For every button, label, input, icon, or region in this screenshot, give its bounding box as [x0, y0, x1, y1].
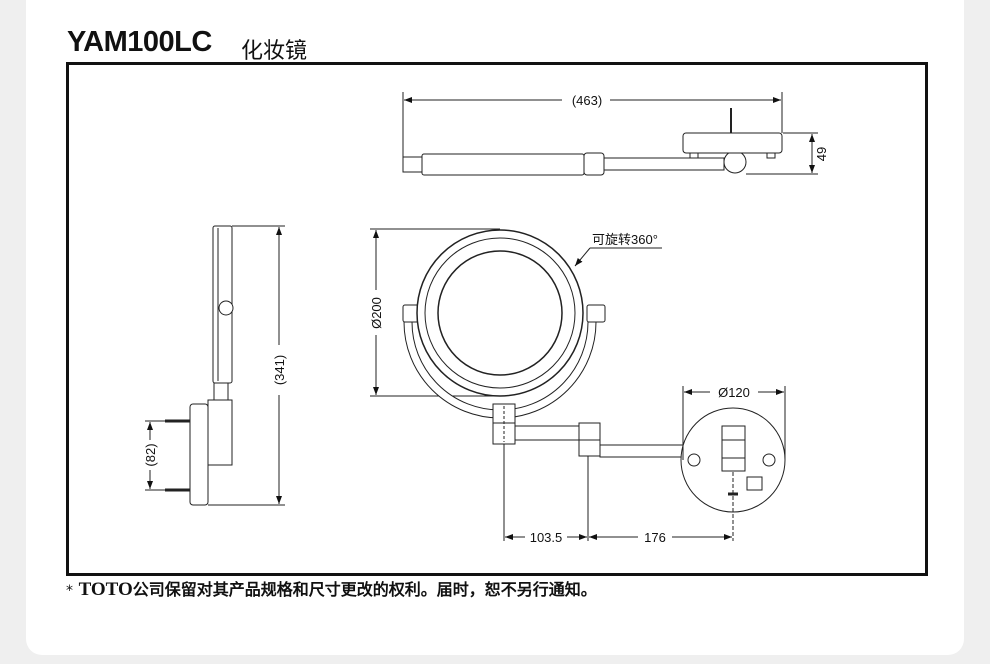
dim-arm-segment-2: 176: [644, 530, 666, 545]
front-view: [370, 228, 786, 541]
dim-overall-height: (341): [272, 355, 287, 385]
asterisk: *: [66, 583, 73, 599]
product-name: 化妆镜: [241, 39, 308, 64]
side-view: [145, 225, 285, 506]
dim-arm-segment-1: 103.5: [530, 530, 563, 545]
dim-screw-spacing: (82): [143, 443, 158, 466]
dim-mirror-diameter: Ø200: [369, 297, 384, 329]
top-view: [402, 92, 818, 176]
dim-overall-depth: (463): [572, 93, 602, 108]
dim-plate-thickness: 49: [814, 147, 829, 161]
rotation-note: 可旋转360°: [592, 232, 658, 247]
brand-name: TOTO: [78, 579, 133, 600]
drawing-frame: [66, 62, 928, 576]
disclaimer: * TOTO公司保留对其产品规格和尺寸更改的权利。届时，恕不另行通知。: [66, 576, 597, 601]
model-title: YAM100LC: [67, 26, 212, 58]
dim-plate-diameter: Ø120: [718, 385, 750, 400]
disclaimer-text: 公司保留对其产品规格和尺寸更改的权利。届时，恕不另行通知。: [132, 580, 597, 599]
